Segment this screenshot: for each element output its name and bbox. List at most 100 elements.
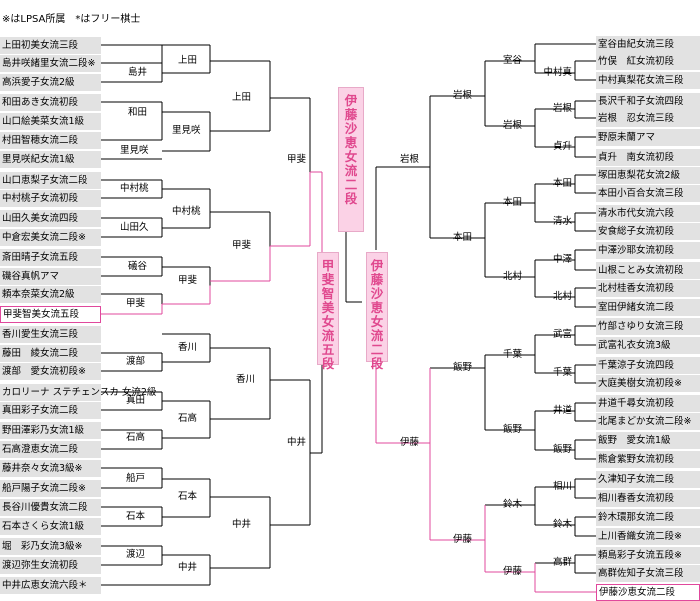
right-player: 清水市代女流六段 <box>596 205 700 222</box>
left-round2-label: 里見咲 <box>172 125 201 136</box>
left-player: 村田智穂女流二段 <box>0 132 101 149</box>
left-round2-label: 上田 <box>178 55 198 66</box>
left-player: 山口恵梨子女流二段 <box>0 172 101 189</box>
left-player: 野田澤彩乃女流1級 <box>0 422 101 439</box>
right-round2-label: 千葉 <box>502 349 522 360</box>
right-round1-label: 武富 <box>552 329 572 340</box>
right-round1-label: 中村真 <box>543 67 572 78</box>
left-player: 斎田晴子女流五段 <box>0 249 101 266</box>
right-round1-label: 鈴木 <box>552 519 572 530</box>
right-player: 上川香織女流二段※ <box>596 528 700 545</box>
left-player: カロリーナ ステチェンスカ 女流2級 <box>0 384 156 401</box>
vertical-char: 沙 <box>370 286 384 301</box>
right-round3-label: 本田 <box>452 232 472 243</box>
right-round1-label: 千葉 <box>552 367 572 378</box>
left-round2-label: 中村桃 <box>172 206 201 217</box>
left-player: 里見咲紀女流1級 <box>0 151 101 168</box>
left-round1-label: 石本 <box>126 511 146 522</box>
left-player: 真田彩子女流二段 <box>0 402 101 419</box>
left-round1-label: 里見咲 <box>120 145 149 156</box>
right-player: 本田小百合女流三段 <box>596 185 700 202</box>
vertical-char: 伊 <box>344 93 358 108</box>
finalist-right-box: 伊藤沙恵女流二段 <box>366 252 388 371</box>
left-player: 甲斐智美女流五段 <box>0 306 101 323</box>
right-player: 北村桂香女流初段 <box>596 280 700 297</box>
right-player: 井道千尋女流初段 <box>596 395 700 412</box>
right-player: 大庭美樹女流初段※ <box>596 375 700 392</box>
left-player: 石高澄恵女流二段 <box>0 441 101 458</box>
right-round1-label: 相川 <box>552 481 572 492</box>
left-player: 和田あき女流初段 <box>0 94 101 111</box>
right-round1-label: 北村 <box>552 291 572 302</box>
vertical-char: 流 <box>370 328 384 343</box>
vertical-char: 藤 <box>344 107 358 122</box>
vertical-char: 甲 <box>321 258 335 273</box>
left-player: 高浜愛子女流2級 <box>0 74 101 91</box>
left-player: 香川愛生女流三段 <box>0 326 101 343</box>
vertical-char: 段 <box>321 356 335 371</box>
vertical-char: 女 <box>321 314 335 329</box>
left-round1-label: 渡辺 <box>126 549 146 560</box>
vertical-char: 二 <box>370 342 384 357</box>
left-round4-label: 中井 <box>287 437 307 448</box>
left-round3-label: 中井 <box>232 519 252 530</box>
left-player: 中倉宏美女流二段※ <box>0 229 101 246</box>
left-player: 渡辺弥生女流初段 <box>0 557 101 574</box>
right-round4-label: 伊藤 <box>399 437 419 448</box>
vertical-char: 恵 <box>370 300 384 315</box>
vertical-char: 恵 <box>344 135 358 150</box>
right-player: 北尾まどか女流二段※ <box>596 413 700 430</box>
right-player: 室谷由紀女流三段 <box>596 36 700 53</box>
left-player: 山田久美女流四段 <box>0 210 101 227</box>
finalist-left-box: 甲斐智美女流五段 <box>317 252 339 371</box>
right-round1-label: 貞升 <box>552 141 572 152</box>
right-round3-label: 飯野 <box>452 362 472 373</box>
champion-box: 伊藤沙恵女流二段 <box>338 87 364 232</box>
vertical-char: 智 <box>321 286 335 301</box>
left-round1-label: 山田久 <box>120 222 149 233</box>
left-round1-label: 石高 <box>126 432 146 443</box>
right-round2-label: 鈴木 <box>502 499 522 510</box>
right-player: 安食総子女流初段 <box>596 223 700 240</box>
vertical-char: 段 <box>370 356 384 371</box>
vertical-char: 五 <box>321 342 335 357</box>
right-player: 中村真梨花女流三段 <box>596 72 700 89</box>
left-player: 島井咲緒里女流二段※ <box>0 55 101 72</box>
vertical-char: 斐 <box>321 272 335 287</box>
left-round3-label: 香川 <box>236 374 256 385</box>
vertical-char: 藤 <box>370 272 384 287</box>
left-round1-label: 真田 <box>126 395 146 406</box>
left-player: 渡部 愛女流初段※ <box>0 363 101 380</box>
left-player: 船戸陽子女流二段※ <box>0 480 101 497</box>
left-round2-label: 香川 <box>178 342 198 353</box>
vertical-char: 沙 <box>344 121 358 136</box>
left-player: 長谷川優貴女流二段 <box>0 499 101 516</box>
right-player: 千葉涼子女流四段 <box>596 357 700 374</box>
right-player: 野原未蘭アマ <box>596 129 700 146</box>
left-round3-label: 上田 <box>232 92 252 103</box>
right-player: 山根ことみ女流初段 <box>596 262 700 279</box>
right-player: 竹俣 紅女流初段 <box>596 53 700 70</box>
right-player: 相川春香女流初段 <box>596 490 700 507</box>
vertical-char: 伊 <box>370 258 384 273</box>
right-round2-label: 岩根 <box>502 120 522 131</box>
right-player: 岩根 忍女流三段 <box>596 110 700 127</box>
left-player: 磯谷真帆アマ <box>0 268 101 285</box>
right-round2-label: 本田 <box>502 197 522 208</box>
right-round4-label: 岩根 <box>399 154 419 165</box>
right-player: 伊藤沙恵女流二段 <box>596 584 700 601</box>
right-round1-label: 本田 <box>552 178 572 189</box>
right-round1-label: 高群 <box>552 557 572 568</box>
left-player: 堀 彩乃女流3級※ <box>0 538 101 555</box>
left-player: 藤田 綾女流二段 <box>0 345 101 362</box>
vertical-char: 流 <box>344 163 358 178</box>
right-player: 飯野 愛女流1級 <box>596 432 700 449</box>
right-round1-label: 中澤 <box>552 254 572 265</box>
left-round2-label: 中井 <box>178 562 198 573</box>
right-player: 中澤沙耶女流初段 <box>596 242 700 259</box>
right-player: 頼島彩子女流五段※ <box>596 547 700 564</box>
vertical-char: 女 <box>370 314 384 329</box>
right-round2-label: 伊藤 <box>502 566 522 577</box>
